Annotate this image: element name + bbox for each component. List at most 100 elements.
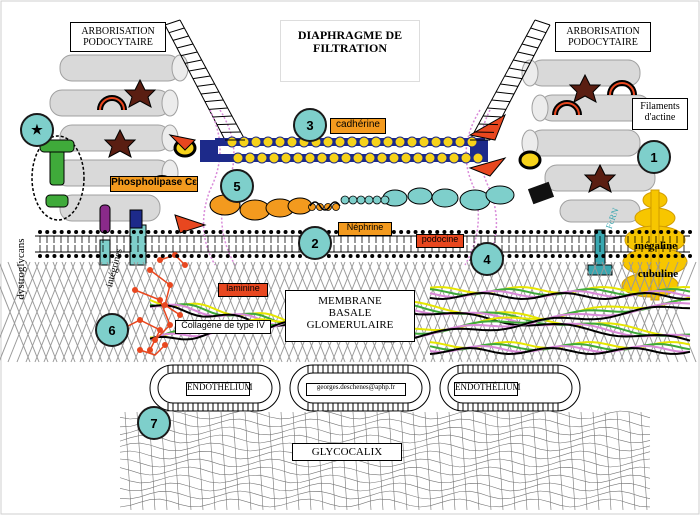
lipid-head <box>630 230 635 234</box>
cubilin-label: cubuline <box>637 268 679 280</box>
lipid-head <box>139 230 144 234</box>
lipid-head <box>413 254 418 258</box>
glycocalix-strand <box>580 411 588 511</box>
arborisation-rungs <box>164 19 551 141</box>
lipid-head <box>81 230 86 234</box>
lipid-head <box>95 254 100 258</box>
lipid-head <box>572 230 577 234</box>
lipid-head <box>168 230 172 234</box>
lipid-head <box>688 254 692 258</box>
cadherin-bead <box>472 152 484 164</box>
glycocalix-strand <box>119 426 651 436</box>
endothelial-cell-outer <box>149 364 281 412</box>
lipid-head <box>247 254 252 258</box>
lipid-head <box>189 230 194 234</box>
lipid-head <box>464 230 469 234</box>
collagen-strand <box>369 302 691 342</box>
lipid-head <box>88 230 93 234</box>
lipid-head <box>52 254 57 258</box>
lipid-head <box>659 230 664 234</box>
cadherin-bead <box>382 136 394 148</box>
glycocalix-strand <box>244 411 252 511</box>
lipid-head <box>536 230 541 234</box>
cadherin-bead <box>340 152 352 164</box>
lipid-head <box>283 254 288 258</box>
laminin-node <box>132 287 138 293</box>
cadherin-bead <box>226 136 238 148</box>
lipid-head <box>66 254 71 258</box>
lipid-head <box>52 230 57 234</box>
endothelial-cell-inner <box>447 372 573 404</box>
lipid-head <box>182 230 187 234</box>
cadherin-bead <box>286 136 298 148</box>
lipid-head <box>103 254 107 258</box>
glycocalix-strand <box>304 411 312 511</box>
lipid-head <box>384 254 389 258</box>
collagen-strand <box>369 296 691 337</box>
cadherin-bead <box>454 136 466 148</box>
glycocalix-strand <box>448 411 456 511</box>
lipid-head <box>175 254 180 258</box>
lipid-head <box>666 230 671 234</box>
glycocalix-strand <box>280 411 288 511</box>
diaphragm-title: DIAPHRAGME DE FILTRATION <box>280 20 420 82</box>
laminin-node <box>182 262 188 268</box>
rung <box>517 51 535 57</box>
lipid-head <box>377 254 382 258</box>
gbm-label: MEMBRANE BASALE GLOMERULAIRE <box>285 290 415 342</box>
rung <box>212 115 233 118</box>
glycocalix-strand <box>316 411 324 511</box>
glycocalix-strand <box>119 498 651 508</box>
lipid-head <box>572 254 577 258</box>
glycocalix-strand <box>412 411 420 511</box>
endothelial-cell-outer <box>439 364 581 412</box>
cadherin-bead <box>376 152 388 164</box>
lipid-head <box>442 254 447 258</box>
laminin-node <box>137 347 143 353</box>
lipid-head <box>500 230 505 234</box>
cadherin-bead <box>232 152 244 164</box>
dystroglycan-halo <box>31 135 85 221</box>
glycocalix-strand <box>640 411 648 511</box>
rung <box>188 67 207 72</box>
email-label: georges.deschenes@aphp.fr <box>306 383 406 396</box>
lipid-head <box>420 254 425 258</box>
lipid-head <box>168 254 172 258</box>
lipid-head <box>651 254 656 258</box>
laminin-node <box>152 337 158 343</box>
lipid-head <box>182 254 187 258</box>
nephrin-label: Néphrine <box>338 222 392 236</box>
nephrin-bead <box>364 195 374 205</box>
cadherin-bead <box>436 152 448 164</box>
rung <box>530 27 547 34</box>
cadherin-bead <box>448 152 460 164</box>
cadherin-bead <box>256 152 268 164</box>
lipid-head <box>507 230 512 234</box>
lipid-head <box>579 230 584 234</box>
lipid-head <box>74 230 79 234</box>
glycocalix-strand <box>119 418 651 428</box>
glycocalix-strand <box>232 411 240 511</box>
cadherin-bead <box>352 152 364 164</box>
lipid-head <box>139 254 144 258</box>
cadherin-bead <box>364 152 376 164</box>
lipid-head <box>399 230 404 234</box>
endothelial-cell-inner <box>157 372 273 404</box>
lipid-head <box>269 230 274 234</box>
lipid-head <box>558 230 562 234</box>
laminin-node <box>162 342 168 348</box>
lipid-head <box>623 230 627 234</box>
lipid-head <box>175 230 180 234</box>
glycocalix-strand <box>292 411 300 511</box>
cadherin-bead <box>424 152 436 164</box>
cadherin-bead <box>412 152 424 164</box>
glycocalix-strand <box>424 411 432 511</box>
marker-5: 5 <box>220 169 254 203</box>
lipid-head <box>153 254 158 258</box>
rung <box>534 19 551 26</box>
lipid-head <box>644 230 649 234</box>
rung <box>504 75 523 80</box>
endothelium-left-label: ENDOTHÉLIUM <box>186 382 253 396</box>
lipid-head <box>88 254 93 258</box>
